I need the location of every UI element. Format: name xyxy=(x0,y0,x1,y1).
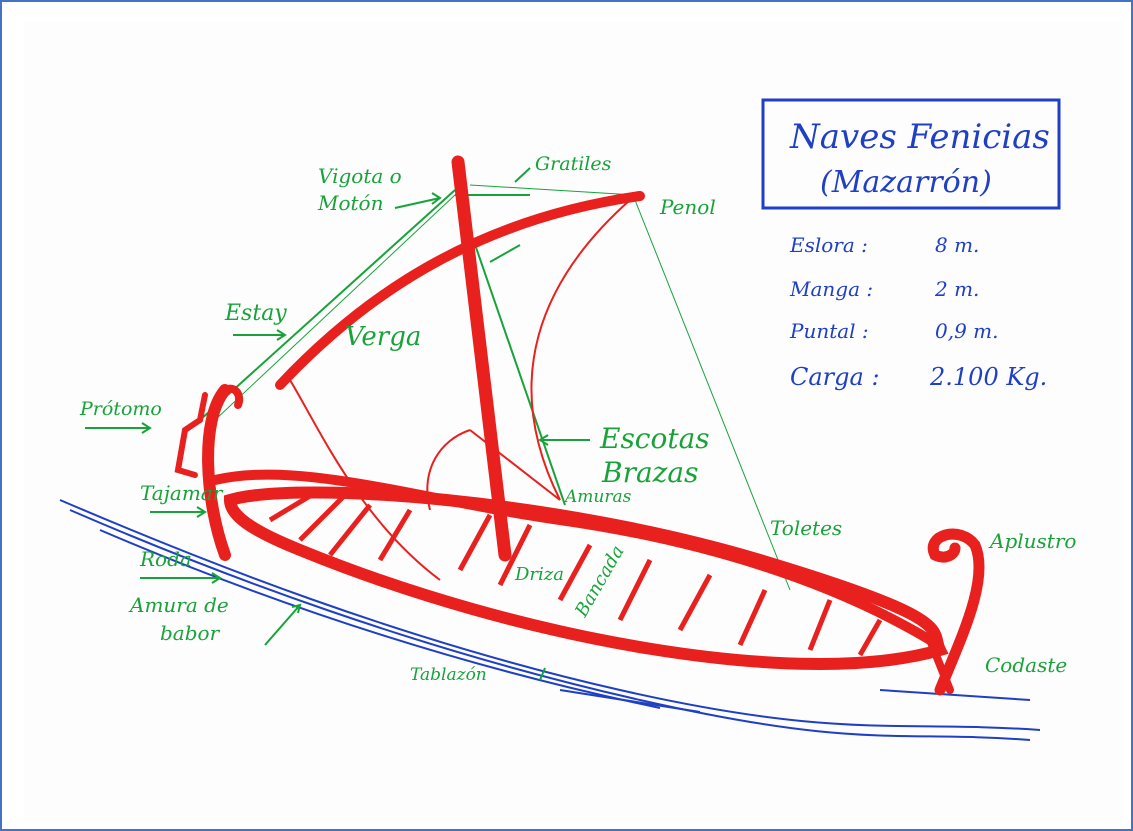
label-roda: Roda xyxy=(139,547,192,571)
label-amura-babor-2: babor xyxy=(160,621,221,645)
label-escotas: Escotas xyxy=(599,422,710,455)
spec-value-manga: 2 m. xyxy=(934,277,979,301)
part-labels: Vigota o Motón Gratiles Penol Estay Verg… xyxy=(79,153,1076,685)
label-brazas: Brazas xyxy=(601,456,698,489)
label-tajamar: Tajamar xyxy=(140,481,224,505)
label-penol: Penol xyxy=(659,195,716,219)
title-line-2: (Mazarrón) xyxy=(820,165,992,200)
label-bancada: Bancada xyxy=(571,542,629,621)
label-estay: Estay xyxy=(224,301,287,326)
spec-label-carga: Carga : xyxy=(790,363,880,391)
label-verga: Verga xyxy=(345,322,421,352)
hull xyxy=(178,389,979,690)
spec-value-carga: 2.100 Kg. xyxy=(929,363,1047,391)
spec-label-puntal: Puntal : xyxy=(789,319,869,343)
label-protomo: Prótomo xyxy=(79,398,162,420)
label-codaste: Codaste xyxy=(985,653,1067,677)
spec-value-puntal: 0,9 m. xyxy=(935,319,999,343)
spec-label-eslora: Eslora : xyxy=(789,233,868,257)
spec-label-manga: Manga : xyxy=(789,277,873,301)
label-motan: Motón xyxy=(317,191,383,215)
label-amura-babor-1: Amura de xyxy=(128,593,229,617)
title-line-1: Naves Fenicias xyxy=(789,117,1050,157)
spec-value-eslora: 8 m. xyxy=(935,233,979,257)
label-vigota: Vigota o xyxy=(318,164,402,188)
label-gratiles: Gratiles xyxy=(535,153,612,175)
label-amuras: Amuras xyxy=(563,487,632,507)
label-tablazon: Tablazón xyxy=(410,665,487,685)
specs-list: Eslora : 8 m. Manga : 2 m. Puntal : 0,9 … xyxy=(789,233,1047,391)
label-toletes: Toletes xyxy=(770,516,842,540)
label-driza: Driza xyxy=(514,564,564,585)
label-aplustro: Aplustro xyxy=(988,529,1076,553)
